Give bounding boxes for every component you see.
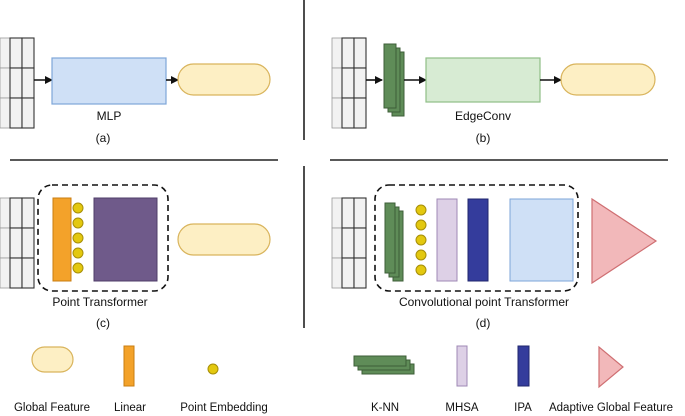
legend-ipa-swatch [517,345,530,387]
legend-linear-label: Linear [114,402,146,414]
grid-cell [341,97,355,129]
point-embedding-dot [72,232,84,244]
grid-cell [9,37,23,69]
grid-cell [21,257,35,289]
edgeconv-block [425,57,541,103]
grid-cell [21,97,35,129]
panel-d: Convolutional point Transformer (d) [331,184,658,330]
point-embedding-dot [72,247,84,259]
input-point-cloud-grid [331,37,367,129]
point-embedding-dot [72,217,84,229]
input-point-cloud-grid [0,197,35,289]
panel-c-caption: (c) [96,316,110,330]
point-embedding-dot [72,262,84,274]
panel-a-caption: (a) [96,131,111,145]
legend-point-embedding-label: Point Embedding [180,402,268,414]
panel-d-caption: (d) [476,316,491,330]
legend: Global Feature Linear Point Embedding K-… [14,345,673,414]
legend-knn-label: K-NN [371,402,399,414]
legend-point-embedding-swatch [207,363,219,375]
legend-knn-swatch [353,355,415,375]
grid-cell [9,197,23,229]
knn-layer [384,202,396,274]
legend-ipa-label: IPA [514,402,532,414]
knn-layer [353,355,407,367]
panel-b-caption: (b) [476,131,491,145]
knn-layer [383,43,397,109]
grid-cell [21,67,35,99]
global-feature-b [560,63,656,96]
point-embedding-dot [415,264,427,276]
grid-cell [21,197,35,229]
mlp-block [51,57,167,105]
grid-cell [353,67,367,99]
grid-cell [353,227,367,259]
grid-cell [0,37,11,69]
transformer-block [93,197,158,282]
grid-cell [0,197,11,229]
edgeconv-label: EdgeConv [455,109,511,123]
grid-cell [21,227,35,259]
adaptive-global-feature-d [591,197,658,285]
input-point-cloud-grid [0,37,35,129]
point-embedding-dot [415,204,427,216]
grid-cell [9,67,23,99]
legend-mhsa-swatch [456,345,468,387]
knn-stack [383,43,405,117]
grid-cell [353,197,367,229]
legend-global-feature-swatch [31,346,74,373]
grid-cell [0,97,11,129]
grid-cell [353,97,367,129]
convolutional-point-transformer-boundary [374,184,579,292]
grid-cell [341,37,355,69]
grid-cell [341,67,355,99]
grid-cell [341,197,355,229]
legend-linear-swatch [123,345,135,387]
grid-cell [9,97,23,129]
global-feature-a [177,63,271,96]
grid-cell [353,37,367,69]
legend-adaptive-global-feature-label: Adaptive Global Feature [549,402,673,414]
legend-adaptive-global-feature-swatch [598,345,624,389]
grid-cell [9,227,23,259]
dividers [10,0,668,328]
grid-cell [9,257,23,289]
grid-cell [21,37,35,69]
point-embeddings [72,202,84,274]
legend-mhsa-label: MHSA [445,402,479,414]
point-embedding-dot [415,249,427,261]
legend-global-feature-label: Global Feature [14,402,90,414]
grid-cell [331,37,343,69]
ipa-output-block [509,198,574,282]
grid-cell [331,227,343,259]
grid-cell [331,97,343,129]
ipa-block [467,198,489,282]
point-transformer-boundary [37,184,169,292]
grid-cell [0,67,11,99]
grid-cell [0,257,11,289]
global-feature-c [177,223,271,256]
point-embedding-dot [415,234,427,246]
mlp-label: MLP [97,109,122,123]
grid-cell [341,257,355,289]
linear-block [52,197,72,282]
grid-cell [331,257,343,289]
panel-a: MLP (a) [0,37,271,145]
point-transformer-label: Point Transformer [52,295,147,309]
grid-cell [331,67,343,99]
grid-cell [353,257,367,289]
grid-cell [331,197,343,229]
point-embedding-dot [415,219,427,231]
input-point-cloud-grid [331,197,367,289]
knn-stack [384,202,404,282]
panel-b: EdgeConv (b) [331,37,656,145]
convolutional-point-transformer-label: Convolutional point Transformer [399,295,569,309]
grid-cell [0,227,11,259]
grid-cell [341,227,355,259]
mhsa-block [436,198,458,282]
panel-c: Point Transformer (c) [0,184,271,330]
point-embeddings [415,204,427,276]
point-embedding-dot [72,202,84,214]
